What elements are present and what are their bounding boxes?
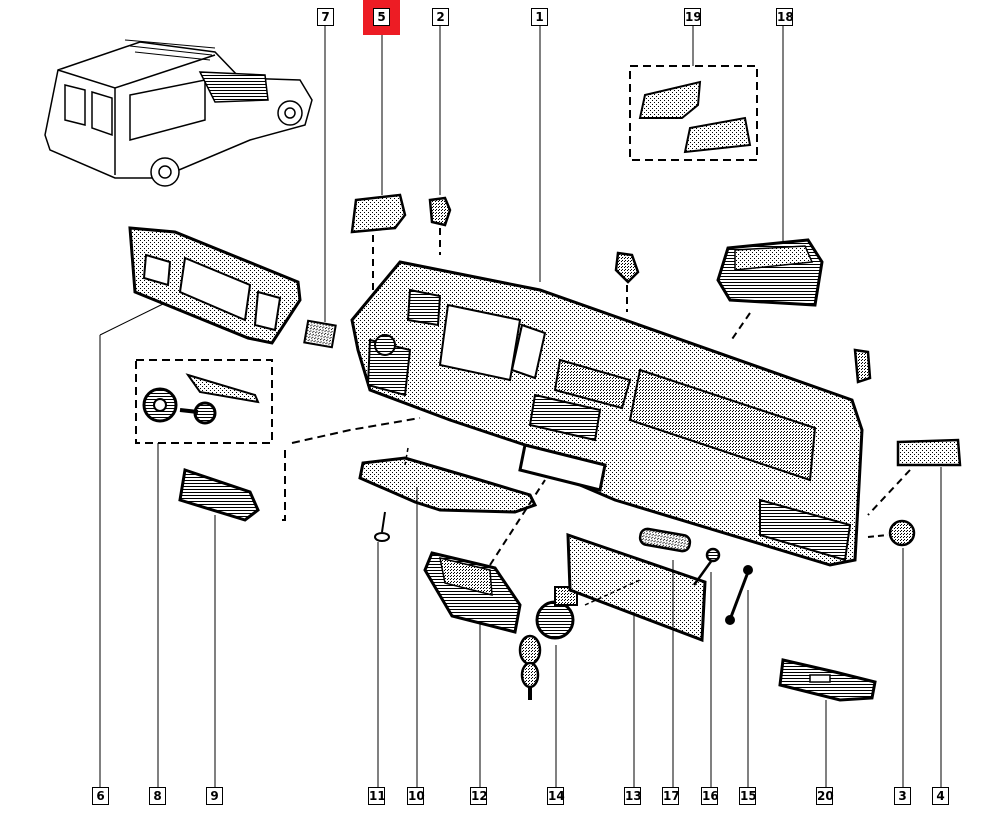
clip-right <box>853 348 872 384</box>
part-19-bracket-b <box>683 116 752 154</box>
callout-17[interactable]: 17 <box>662 787 680 805</box>
callout-1[interactable]: 1 <box>531 8 548 26</box>
clip-upper <box>614 251 640 284</box>
part-19-kit-box[interactable] <box>629 65 758 161</box>
callout-12[interactable]: 12 <box>470 787 488 805</box>
callout-15[interactable]: 15 <box>739 787 757 805</box>
callout-19[interactable]: 19 <box>684 8 702 26</box>
part-13-glovebox-lid[interactable] <box>566 532 707 643</box>
part-5-clip-bracket[interactable] <box>350 193 407 234</box>
leader-12 <box>489 479 546 566</box>
callout-6[interactable]: 6 <box>92 787 109 805</box>
vehicle-illustration <box>44 39 313 187</box>
part-9-side-vent[interactable] <box>178 468 260 522</box>
part-18-center-vent[interactable] <box>716 238 824 307</box>
leader-3 <box>867 534 889 538</box>
part-16-pin[interactable] <box>692 547 721 586</box>
part-8-knobs <box>142 373 260 425</box>
leader-lines <box>99 25 942 787</box>
callout-5-highlighted[interactable]: 5 <box>373 8 390 26</box>
part-17-handle[interactable] <box>638 527 692 553</box>
leader-11 <box>404 447 409 466</box>
callout-13[interactable]: 13 <box>624 787 642 805</box>
leader-14 <box>584 579 641 606</box>
part-19-bracket-a <box>638 80 702 119</box>
part-20-switch-panel[interactable] <box>778 658 877 702</box>
callout-14[interactable]: 14 <box>547 787 565 805</box>
part-15-strap[interactable] <box>725 565 753 625</box>
callout-8[interactable]: 8 <box>149 787 166 805</box>
callout-16[interactable]: 16 <box>701 787 719 805</box>
part-3-fastener[interactable] <box>888 519 916 547</box>
part-1-dashboard[interactable] <box>350 260 864 567</box>
part-14-lock-barrel[interactable] <box>518 586 578 700</box>
part-12-storage-tray[interactable] <box>423 551 522 634</box>
callout-2[interactable]: 2 <box>432 8 449 26</box>
callout-11[interactable]: 11 <box>368 787 386 805</box>
callout-7[interactable]: 7 <box>317 8 334 26</box>
leader-4 <box>867 469 911 516</box>
callout-18[interactable]: 18 <box>776 8 794 26</box>
part-10-lower-trim[interactable] <box>358 456 538 514</box>
leader-18 <box>729 312 751 343</box>
part-11-screw[interactable] <box>374 532 390 542</box>
callout-4[interactable]: 4 <box>932 787 949 805</box>
callout-20[interactable]: 20 <box>816 787 834 805</box>
callout-9[interactable]: 9 <box>206 787 223 805</box>
part-4-side-bracket[interactable] <box>896 438 962 467</box>
part-6-instrument-surround[interactable] <box>128 226 302 345</box>
callout-10[interactable]: 10 <box>407 787 425 805</box>
kit-bracket-line <box>278 450 286 521</box>
part-11-screw-shank <box>381 511 386 533</box>
part-2-clip[interactable] <box>428 196 452 227</box>
leader-dashed <box>291 417 421 444</box>
callout-3[interactable]: 3 <box>894 787 911 805</box>
part-7-end-cap[interactable] <box>303 319 337 349</box>
part-8-kit-box[interactable] <box>135 359 273 444</box>
